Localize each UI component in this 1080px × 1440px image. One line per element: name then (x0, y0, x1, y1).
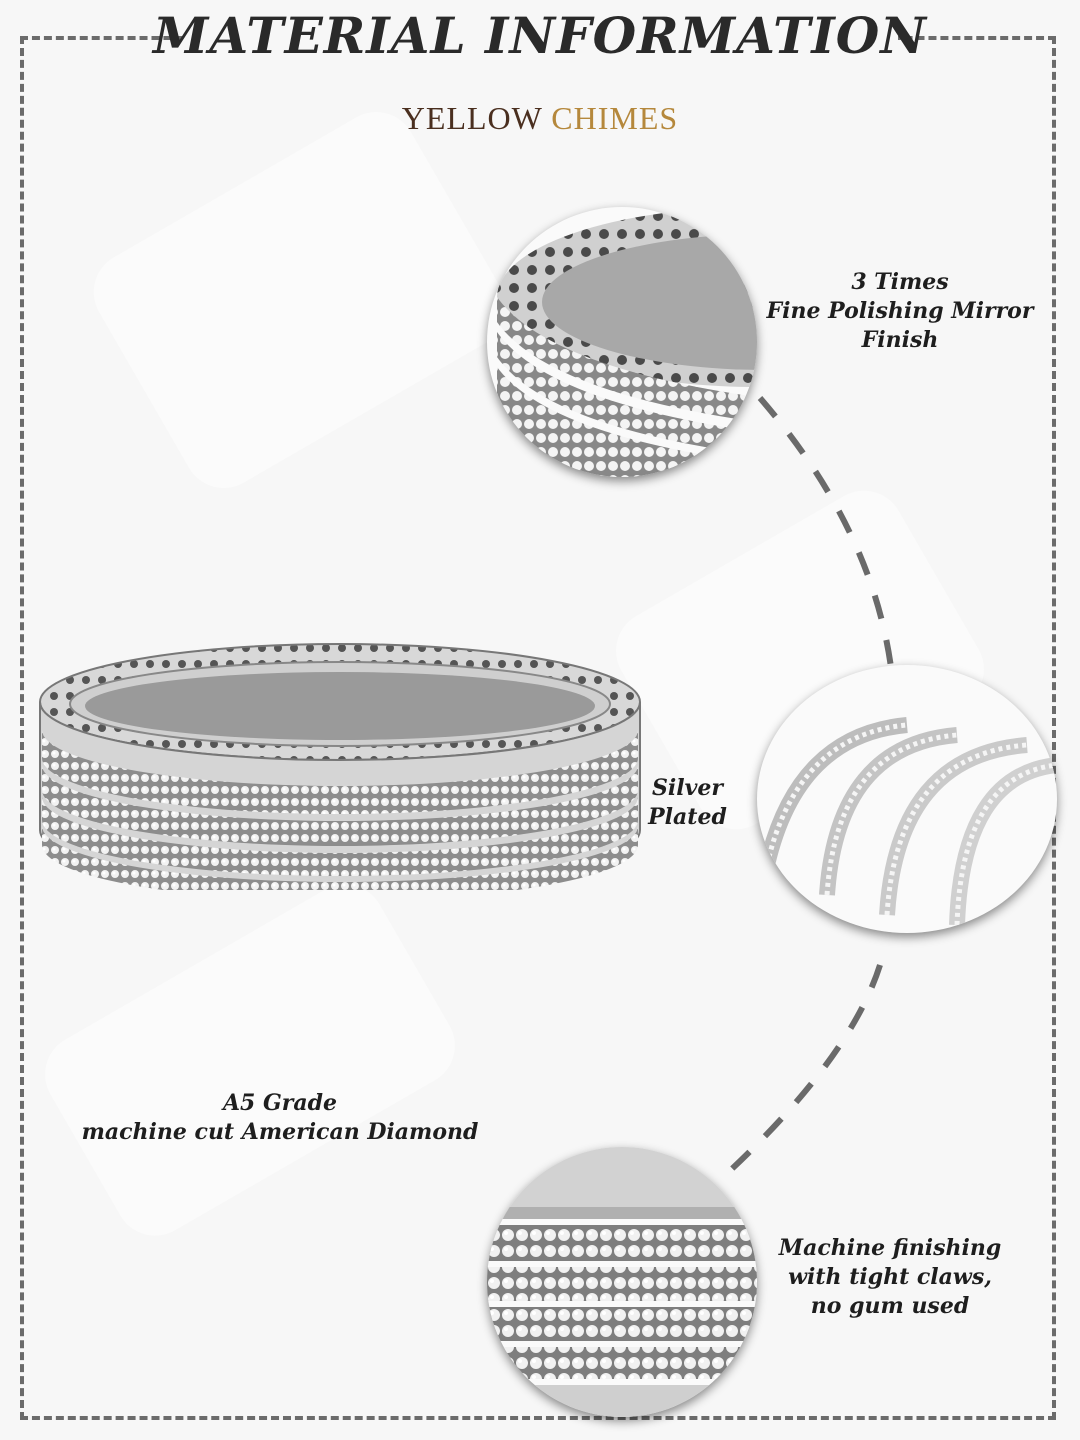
feature-label-plating: Silver Plated (635, 774, 740, 832)
feature-label-stone: A5 Grade machine cut American Diamond (60, 1089, 500, 1147)
feature-label-line: Silver (652, 775, 723, 801)
bangle-closeup-image (497, 207, 757, 477)
page-title: MATERIAL INFORMATION (153, 6, 927, 65)
feature-label-line: Plated (648, 804, 727, 830)
brand-name-part1: YELLOW (401, 100, 552, 136)
brand-name-part2: CHIMES (551, 100, 679, 136)
title-mask (182, 0, 898, 70)
feature-label-line: Fine Polishing Mirror (766, 298, 1034, 324)
zoom-bubble-plating (757, 665, 1057, 933)
bangle-stack-image (39, 643, 641, 890)
zoom-bubble-finishing (487, 1147, 757, 1417)
feature-label-line: Finish (861, 327, 939, 353)
feature-label-line: 3 Times (851, 269, 949, 295)
zoom-bubble-polish (487, 207, 757, 477)
feature-label-line: machine cut American Diamond (81, 1119, 479, 1145)
feature-label-finishing: Machine finishing with tight claws, no g… (770, 1234, 1010, 1321)
feature-label-line: A5 Grade (222, 1090, 338, 1116)
feature-label-polish: 3 Times Fine Polishing Mirror Finish (760, 268, 1040, 355)
feature-label-line: Machine finishing (778, 1235, 1002, 1261)
bangle-fan-image (759, 717, 1057, 926)
feature-label-line: with tight claws, (788, 1264, 992, 1290)
brand-logo: YELLOW CHIMES (0, 100, 1080, 137)
stone-rows-closeup-image (487, 1147, 757, 1417)
feature-label-line: no gum used (810, 1293, 970, 1319)
